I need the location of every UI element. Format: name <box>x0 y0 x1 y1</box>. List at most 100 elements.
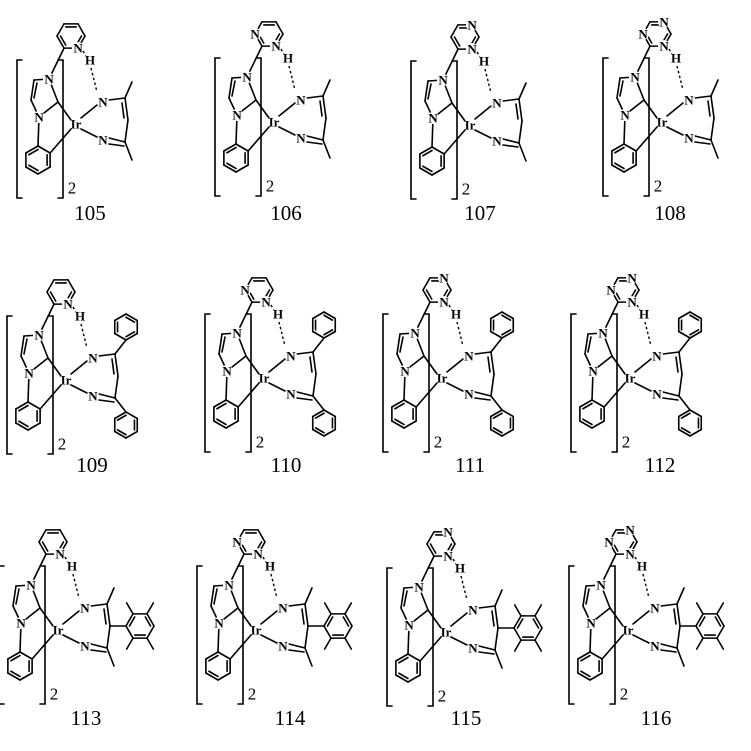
bond <box>115 376 118 398</box>
ring-double-bond <box>588 337 591 352</box>
bond <box>91 644 107 648</box>
nitrogen-atom: N <box>224 578 234 593</box>
ring-bond <box>324 332 335 339</box>
methyl-bond <box>717 603 723 614</box>
ir-n-bond <box>635 359 651 372</box>
bond <box>711 96 714 118</box>
double-bond <box>297 398 312 400</box>
phenyl-ir-bond <box>444 130 465 154</box>
double-bond <box>302 609 304 624</box>
bond <box>677 626 680 648</box>
bond <box>297 392 313 396</box>
n-h-bond <box>643 574 649 598</box>
nitrogen-atom: N <box>650 601 660 616</box>
compound-108: NNNNNHNNIr2 <box>603 14 718 196</box>
ring-bond <box>28 423 40 430</box>
ring-bond <box>126 334 137 341</box>
multiplier-subscript: 2 <box>266 177 275 196</box>
ring-bond <box>313 312 324 319</box>
ir-n-bond <box>447 359 463 372</box>
left-bracket <box>215 58 220 196</box>
ring-bond <box>57 24 64 36</box>
ir-n-bond <box>447 383 463 391</box>
bond <box>99 394 115 398</box>
ring-bond <box>679 430 690 437</box>
nitrogen-atom: N <box>467 17 477 32</box>
bond <box>305 604 308 626</box>
methyl-bond <box>345 603 351 614</box>
bond <box>679 352 682 374</box>
bond <box>491 352 494 374</box>
ring-bond <box>258 530 265 542</box>
ring-bond <box>16 402 28 409</box>
ir-n-bond <box>81 129 97 137</box>
nitrogen-atom: N <box>652 349 662 364</box>
ring-bond <box>266 278 273 290</box>
bond <box>663 352 679 354</box>
methyl-bond <box>697 603 703 614</box>
hydrogen-atom: H <box>75 309 85 324</box>
carbene-ir-bond <box>238 608 251 626</box>
ring-bond <box>451 37 458 49</box>
bond <box>91 604 107 606</box>
ring-double-bond <box>620 81 623 96</box>
hydrogen-atom: H <box>273 307 283 322</box>
ir-n-bond <box>635 383 651 391</box>
ring-bond <box>432 168 444 175</box>
bond <box>495 606 498 628</box>
compound-label: 114 <box>275 706 306 730</box>
nitrogen-atom: N <box>73 41 83 56</box>
n-h-bond <box>677 66 683 90</box>
nitrogen-atom: N <box>428 111 438 126</box>
ring-double-bond <box>400 337 403 352</box>
phenyl-ir-bond <box>602 635 623 659</box>
nitrogen-atom: N <box>253 547 263 562</box>
ring-bond <box>324 312 335 319</box>
ir-n-bond <box>451 613 467 626</box>
bond <box>663 392 679 396</box>
n-h-bond <box>289 66 295 90</box>
hydrogen-atom: H <box>265 559 275 574</box>
ring-bond <box>502 430 513 437</box>
ring-bond <box>514 616 521 628</box>
right-bracket <box>424 314 429 452</box>
nitrogen-atom: N <box>492 134 502 149</box>
methyl-bond <box>107 648 114 666</box>
methyl-bond <box>107 588 114 604</box>
n-h-bond <box>271 574 277 598</box>
ring-bond <box>696 626 703 638</box>
nitrogen-atom: N <box>261 295 271 310</box>
iridium-atom: Ir <box>657 115 668 130</box>
left-bracket <box>387 568 392 706</box>
ring-bond <box>47 280 54 292</box>
right-bracket <box>610 566 615 704</box>
ring-bond <box>502 332 513 339</box>
nitrogen-atom: N <box>222 364 232 379</box>
ir-n-bond <box>269 383 285 391</box>
iridium-atom: Ir <box>625 371 636 386</box>
carbene-ir-bond <box>612 356 625 374</box>
nitrogen-atom: N <box>439 295 449 310</box>
right-bracket <box>612 314 617 452</box>
ring-bond <box>39 530 46 542</box>
compound-label: 108 <box>654 201 686 225</box>
ring-bond <box>78 24 85 36</box>
ir-n-bond <box>667 127 683 135</box>
methyl-bond <box>305 588 312 604</box>
methyl-bond <box>147 603 153 614</box>
ring-bond <box>68 280 75 292</box>
double-bond <box>109 144 124 146</box>
bond <box>661 644 677 648</box>
nitrogen-atom: N <box>404 618 414 633</box>
n-h-bond <box>457 322 463 346</box>
nitrogen-atom: N <box>464 349 474 364</box>
ring-bond <box>690 430 701 437</box>
phenyl-bond <box>313 396 324 410</box>
ring-bond <box>47 292 54 304</box>
phenyl-ir-bond <box>230 635 251 659</box>
methyl-bond <box>711 80 718 96</box>
iridium-atom: Ir <box>251 623 262 638</box>
carbene-ir-bond <box>452 103 465 121</box>
ring-bond <box>147 626 154 638</box>
ring-bond <box>578 652 590 659</box>
